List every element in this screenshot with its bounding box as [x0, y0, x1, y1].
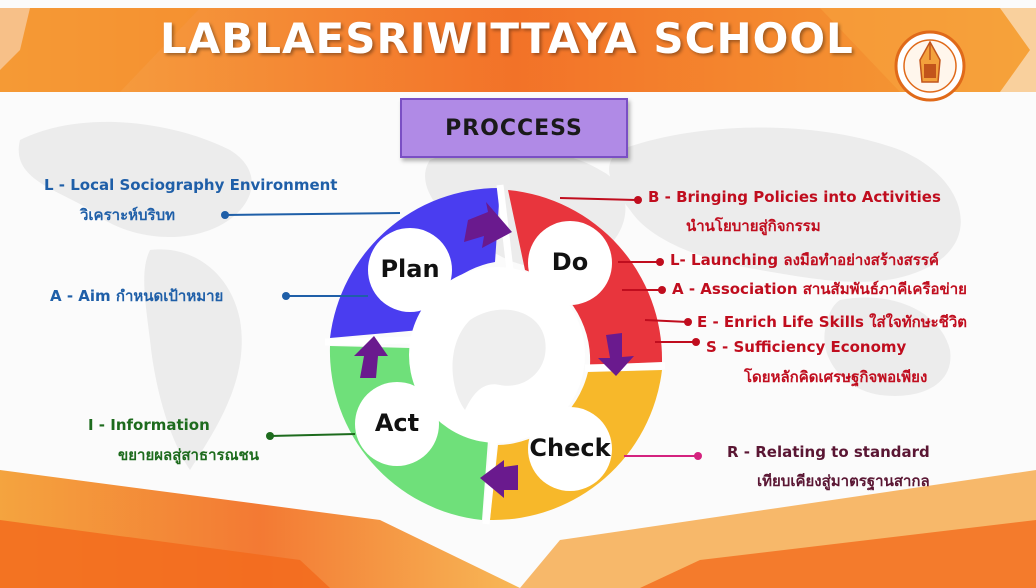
- do-disc: [528, 221, 612, 305]
- enrich-life-skills-label: E - Enrich Life Skills ใส่ใจทักษะชีวิต: [697, 313, 967, 331]
- information-thai-label: ขยายผลสู่สาธารณชน: [118, 446, 259, 464]
- relating-standard-label: R - Relating to standard: [727, 443, 930, 461]
- association-label: A - Association สานสัมพันธ์ภาคีเครือข่าย: [672, 280, 967, 298]
- launching-label: L- Launching ลงมือทำอย่างสร้างสรรค์: [670, 251, 939, 269]
- arrow-check-to-act-icon: [480, 460, 518, 498]
- bringing-policies-thai-label: นำนโยบายสู่กิจกรรม: [686, 217, 821, 235]
- arrow-do-to-check-icon: [598, 333, 634, 376]
- relating-standard-thai-label: เทียบเคียงสู่มาตรฐานสากล: [757, 472, 930, 490]
- title-banner: [0, 8, 1030, 92]
- process-badge: PROCCESS: [400, 98, 628, 158]
- arrow-act-to-plan-icon: [354, 336, 388, 378]
- check-label: Check: [529, 434, 611, 462]
- check-disc: [528, 407, 612, 491]
- information-label: I - Information: [88, 416, 210, 434]
- act-disc: [355, 382, 439, 466]
- plan-label: Plan: [380, 255, 440, 283]
- sufficiency-economy-thai-label: โดยหลักคิดเศรษฐกิจพอเพียง: [744, 368, 928, 386]
- school-seal-icon: [894, 30, 966, 102]
- local-sociography-label: L - Local Sociography Environment: [44, 176, 338, 194]
- pdca-cycle: [324, 184, 666, 525]
- act-label: Act: [374, 409, 420, 437]
- local-sociography-thai-label: วิเคราะห์บริบท: [80, 206, 175, 224]
- sufficiency-economy-label: S - Sufficiency Economy: [706, 338, 907, 356]
- connector-lines: [221, 196, 702, 460]
- school-title: LABLAESRIWITTAYA SCHOOL: [160, 14, 854, 63]
- arrow-plan-to-do-icon: [464, 202, 512, 248]
- aim-label: A - Aim กำหนดเป้าหมาย: [50, 287, 224, 305]
- do-label: Do: [551, 248, 589, 276]
- plan-disc: [368, 228, 452, 312]
- bringing-policies-label: B - Bringing Policies into Activities: [648, 188, 941, 206]
